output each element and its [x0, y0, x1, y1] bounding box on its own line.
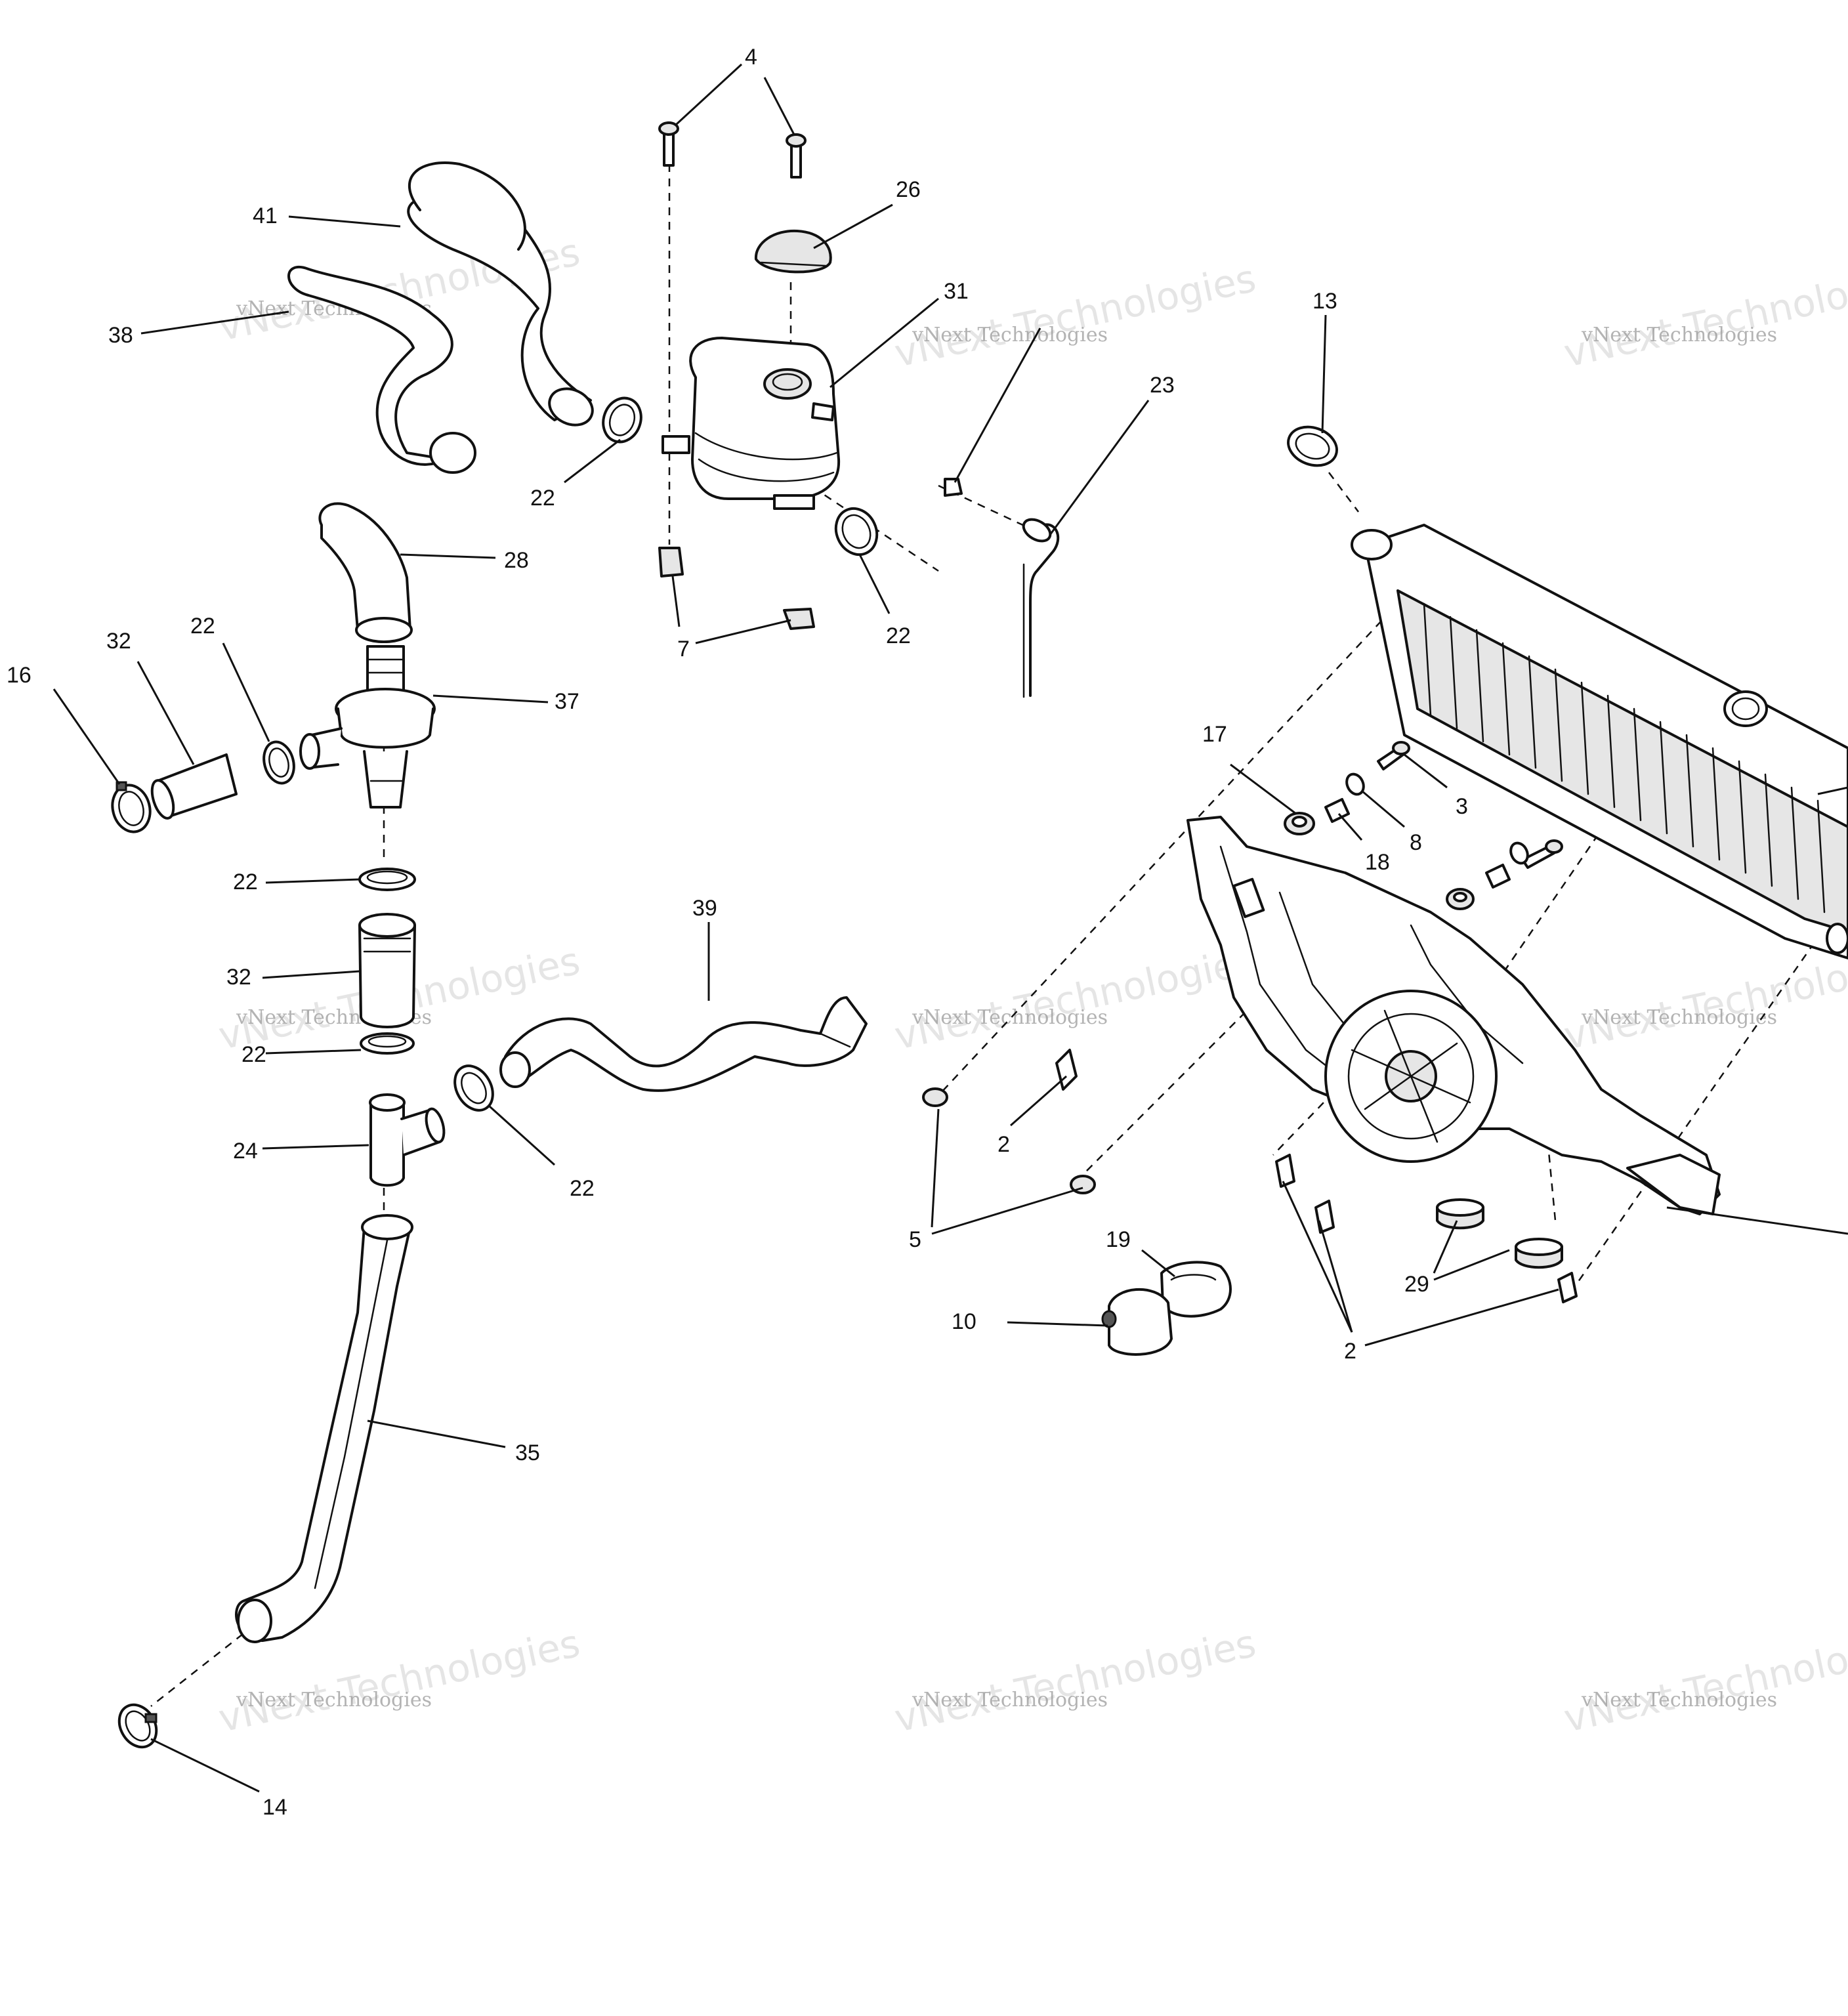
vent-tube-part-23	[1022, 518, 1060, 698]
hose-part-32-lower	[358, 913, 416, 1028]
watermark-small-text: vNext Technologies	[236, 1689, 432, 1712]
clamp-part-22-lower	[360, 1032, 415, 1055]
callout-7: 7	[677, 637, 690, 662]
callout-22: 22	[242, 1042, 266, 1067]
callout-18: 18	[1365, 850, 1390, 875]
clip-part-7	[658, 547, 815, 630]
watermark-small-text: vNext Technologies	[912, 1006, 1108, 1029]
hose-part-35	[235, 1214, 413, 1643]
watermark-large-text: vNext Technologies	[891, 256, 1259, 376]
callout-22: 22	[530, 486, 555, 511]
watermark-small-text: vNext Technologies	[1581, 324, 1777, 346]
watermark-small-text: vNext Technologies	[1581, 1689, 1777, 1712]
callout-22: 22	[570, 1176, 595, 1201]
callout-22: 22	[886, 623, 911, 648]
cap-part-26	[754, 229, 832, 274]
washer-part-8	[1345, 772, 1529, 865]
radiator	[1351, 524, 1848, 959]
callout-14: 14	[262, 1795, 287, 1820]
hose-part-39	[499, 996, 868, 1092]
callout-3: 3	[1456, 794, 1468, 819]
expansion-tank-part-31	[662, 337, 841, 510]
gasket-part-19	[1160, 1261, 1232, 1318]
callout-4: 4	[745, 45, 757, 70]
watermark: vNext Technologies vNext Technologies	[1560, 938, 1848, 1059]
callout-35: 35	[515, 1440, 540, 1465]
tee-fitting-part-24	[369, 1093, 446, 1187]
callout-22: 22	[233, 870, 258, 894]
fitting-part-2-upper	[944, 478, 963, 497]
callout-32: 32	[106, 629, 131, 654]
clamp-part-22-tank	[834, 507, 879, 556]
watermark-large-text: vNext Technologies	[1560, 256, 1848, 376]
watermark: vNext Technologies vNext Technologies	[891, 938, 1259, 1059]
watermark-large-text: vNext Technologies	[1560, 1621, 1848, 1741]
callout-32: 32	[226, 965, 251, 990]
bracket-part-10	[1101, 1288, 1173, 1356]
callout-2: 2	[998, 1132, 1010, 1157]
clamp-part-22-top	[602, 396, 642, 444]
callout-16: 16	[7, 663, 32, 688]
callout-28: 28	[504, 548, 529, 573]
clamp-part-22-left	[262, 740, 295, 785]
mount-part-29	[1436, 1198, 1563, 1269]
callout-31: 31	[944, 279, 969, 304]
clamp-part-13	[1287, 425, 1338, 467]
watermark: vNext Technologies vNext Technologies	[891, 256, 1259, 376]
thermostat-housing-part-37	[299, 645, 436, 808]
callout-17: 17	[1202, 722, 1227, 747]
callout-8: 8	[1410, 830, 1422, 855]
callout-23: 23	[1150, 373, 1175, 398]
grommet-part-17	[1284, 812, 1475, 910]
clamp-part-16	[111, 781, 152, 833]
watermark-large-text: vNext Technologies	[891, 938, 1259, 1059]
callout-41: 41	[253, 203, 278, 228]
callout-2: 2	[1344, 1339, 1356, 1364]
callout-19: 19	[1106, 1227, 1131, 1252]
watermark: vNext Technologies vNext Technologies	[1560, 1621, 1848, 1741]
watermark-small-text: vNext Technologies	[912, 324, 1108, 346]
clamp-part-22-mid	[358, 868, 416, 891]
callout-24: 24	[233, 1139, 258, 1164]
clamp-part-22-tee	[453, 1064, 494, 1112]
fan-shroud-assembly	[1186, 816, 1721, 1215]
callout-37: 37	[555, 689, 579, 714]
parts-layer	[111, 121, 1848, 1749]
watermark-large-text: vNext Technologies	[891, 1621, 1259, 1741]
hose-part-32-upper	[150, 753, 238, 820]
callout-labels: 4 41 26 31 38 13 23 22 28 7 22 32 22 16 …	[7, 45, 1468, 1820]
hose-part-28	[318, 502, 413, 643]
watermark: vNext Technologies vNext Technologies	[891, 1621, 1259, 1741]
watermark-small-text: vNext Technologies	[1581, 1006, 1777, 1029]
watermark: vNext Technologies vNext Technologies	[1560, 256, 1848, 376]
clamp-part-14	[117, 1703, 158, 1749]
callout-26: 26	[896, 177, 921, 202]
callout-5: 5	[909, 1227, 921, 1252]
callout-13: 13	[1312, 289, 1337, 314]
watermark-small-text: vNext Technologies	[912, 1689, 1108, 1712]
bolt-part-3	[1377, 741, 1563, 869]
spacer-part-18	[1324, 798, 1511, 889]
bolt-part-2-lower	[1055, 1049, 1578, 1303]
radiator-fins	[1423, 602, 1826, 914]
callout-39: 39	[692, 896, 717, 921]
callout-29: 29	[1404, 1272, 1429, 1297]
hose-part-41	[407, 161, 594, 427]
hose-part-38	[287, 266, 476, 474]
callout-10: 10	[952, 1309, 976, 1334]
leader-lines	[52, 63, 1848, 1793]
screw-part-4	[658, 121, 807, 178]
callout-38: 38	[108, 323, 133, 348]
callout-22: 22	[190, 614, 215, 639]
